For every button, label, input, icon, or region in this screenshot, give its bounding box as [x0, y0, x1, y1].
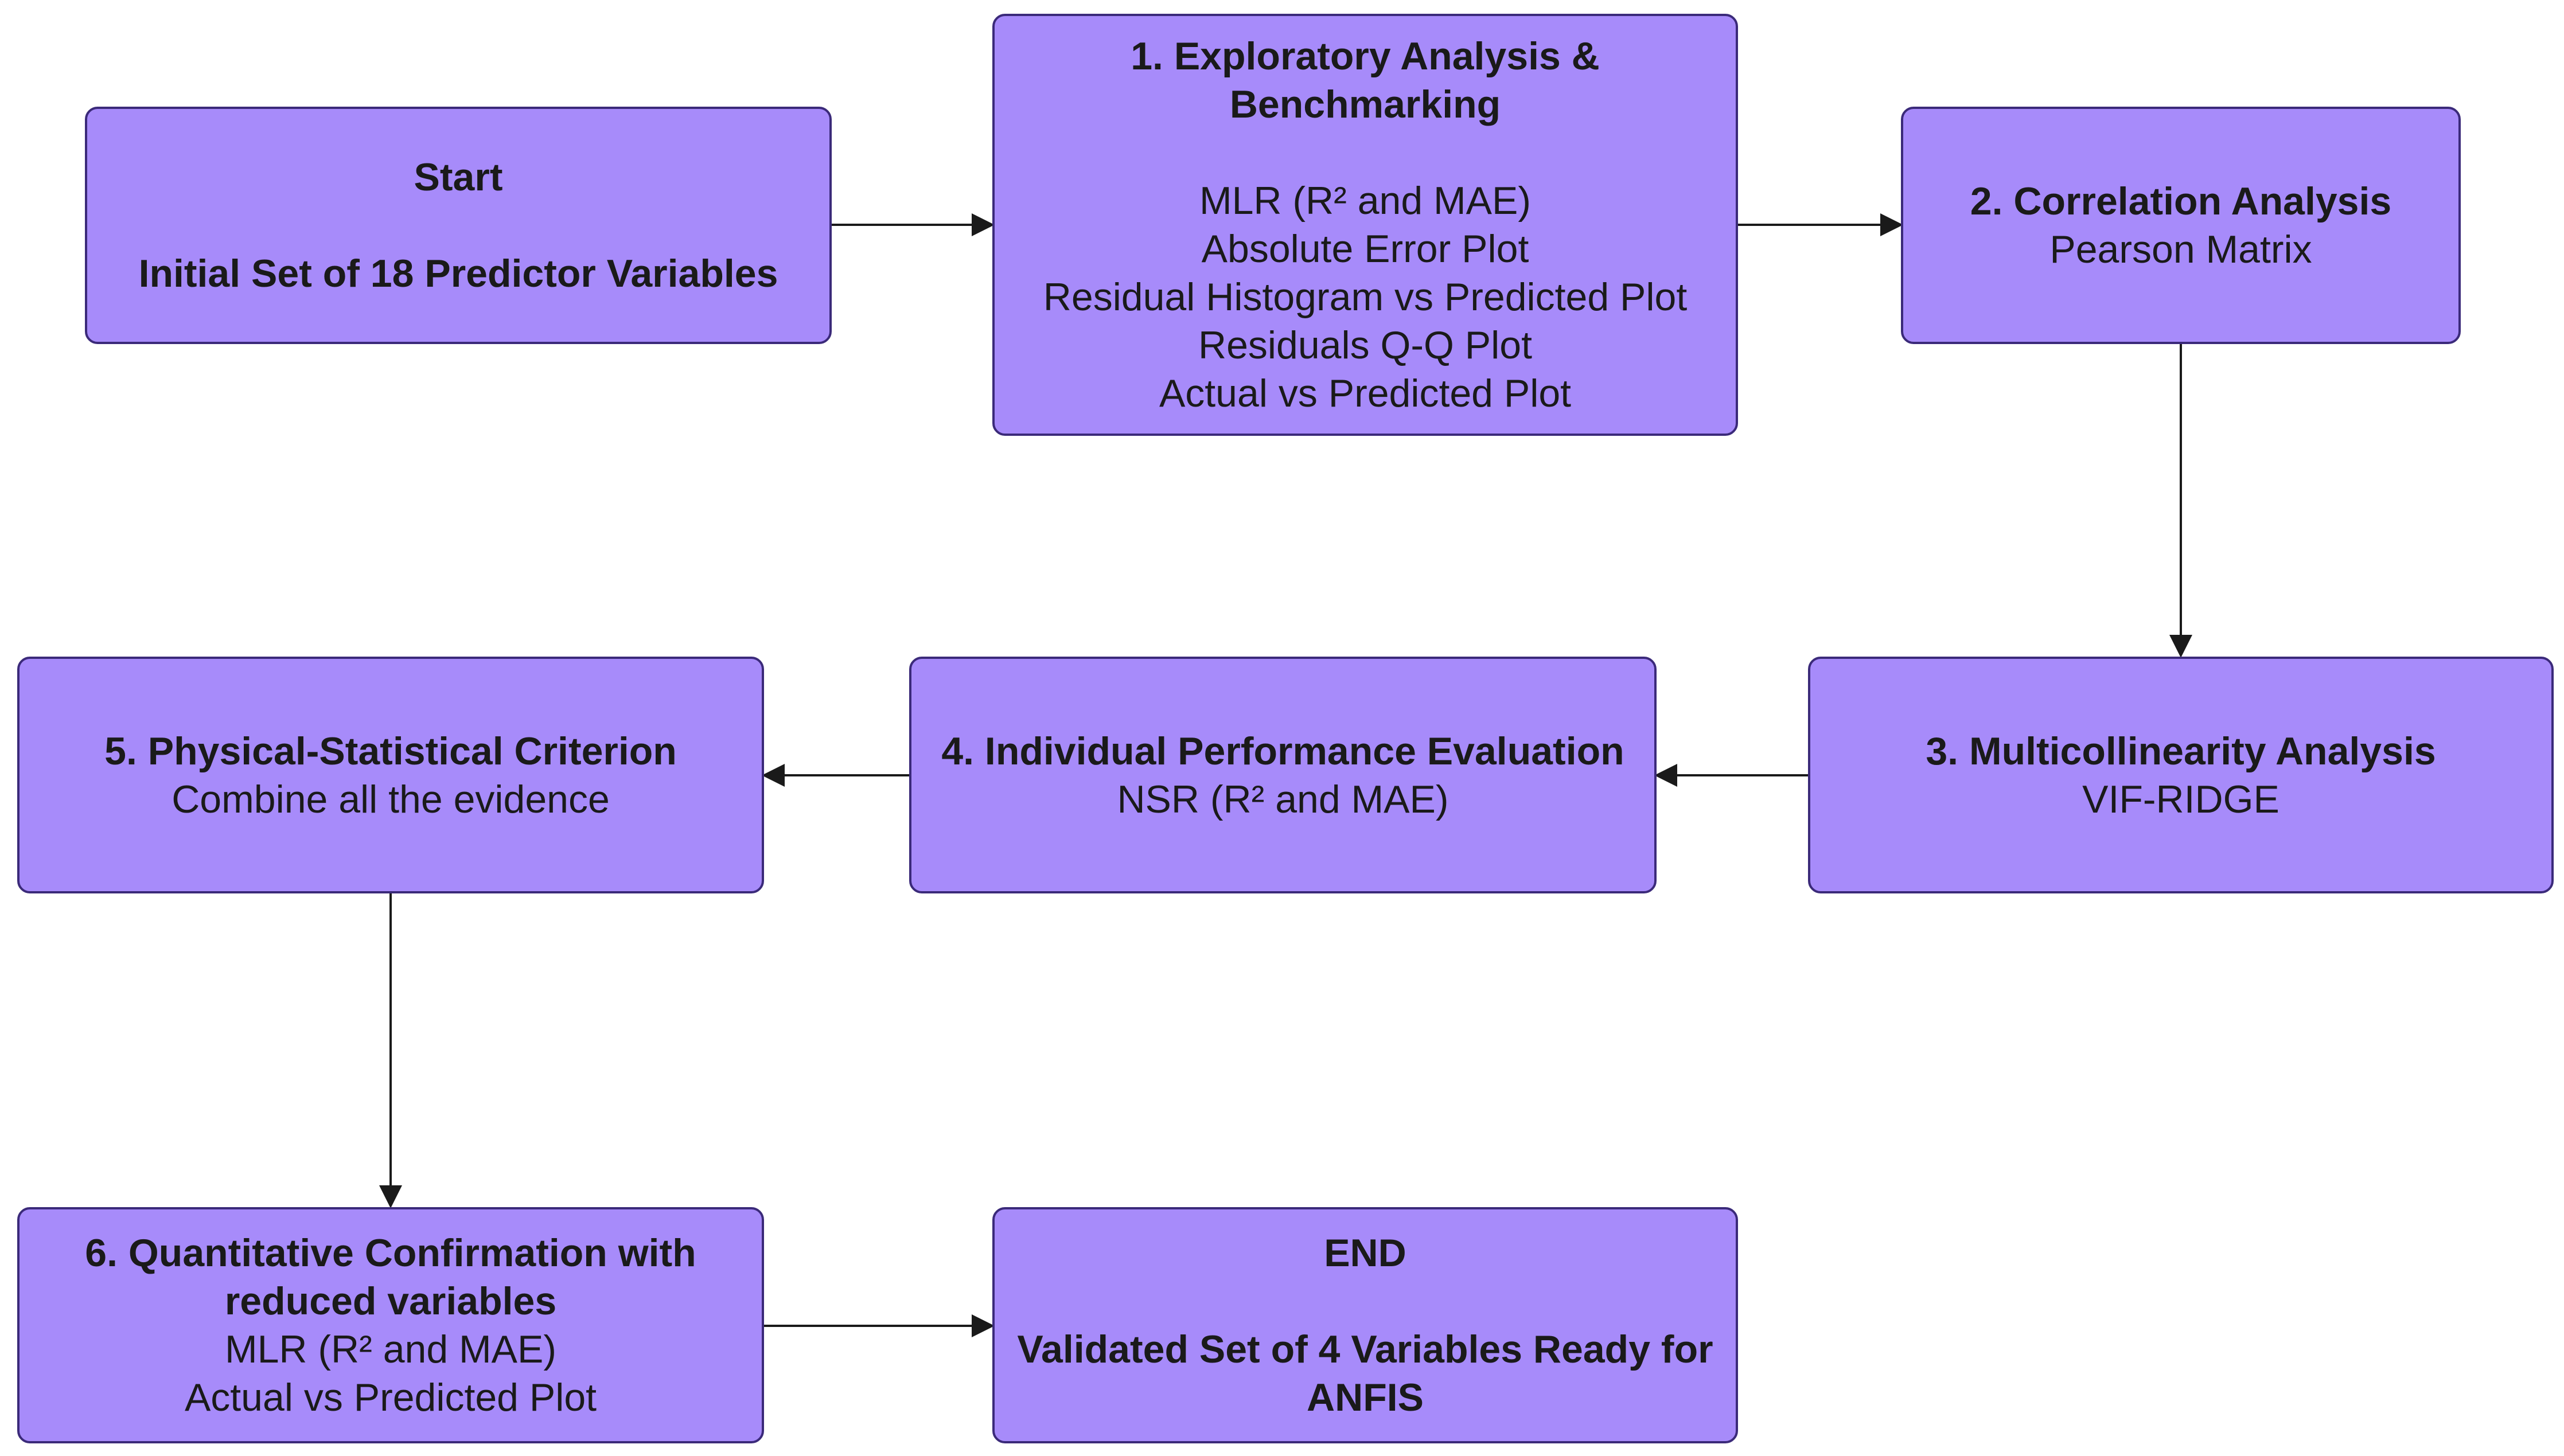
step6-title-line1: 6. Quantitative Confirmation with — [85, 1231, 696, 1275]
step2-node: 2. Correlation Analysis Pearson Matrix — [1901, 107, 2461, 344]
step2-title: 2. Correlation Analysis — [1970, 179, 2392, 223]
step1-item: MLR (R² and MAE) — [1199, 179, 1532, 223]
step5-title: 5. Physical-Statistical Criterion — [104, 729, 677, 773]
step1-item: Residual Histogram vs Predicted Plot — [1043, 275, 1688, 319]
end-subtitle-line1: Validated Set of 4 Variables Ready for — [1017, 1328, 1713, 1371]
step1-item: Absolute Error Plot — [1201, 227, 1529, 271]
step3-detail: VIF-RIDGE — [2082, 777, 2279, 821]
step4-node: 4. Individual Performance Evaluation NSR… — [909, 657, 1657, 893]
step1-title-line2: Benchmarking — [1229, 83, 1501, 126]
step6-item: MLR (R² and MAE) — [224, 1328, 557, 1371]
step5-node: 5. Physical-Statistical Criterion Combin… — [17, 657, 764, 893]
end-node: END Validated Set of 4 Variables Ready f… — [992, 1207, 1738, 1443]
step6-node: 6. Quantitative Confirmation with reduce… — [17, 1207, 764, 1443]
step3-title: 3. Multicollinearity Analysis — [1926, 729, 2436, 773]
step6-item: Actual vs Predicted Plot — [184, 1376, 597, 1419]
start-node: Start Initial Set of 18 Predictor Variab… — [85, 107, 832, 344]
step4-detail: NSR (R² and MAE) — [1117, 777, 1449, 821]
end-subtitle-line2: ANFIS — [1307, 1376, 1424, 1419]
step3-node: 3. Multicollinearity Analysis VIF-RIDGE — [1808, 657, 2554, 893]
step1-title-line1: 1. Exploratory Analysis & — [1131, 34, 1600, 78]
step1-item: Residuals Q-Q Plot — [1198, 323, 1532, 367]
start-subtitle: Initial Set of 18 Predictor Variables — [138, 252, 778, 295]
step6-title-line2: reduced variables — [224, 1279, 557, 1323]
step1-item: Actual vs Predicted Plot — [1159, 372, 1572, 415]
step2-detail: Pearson Matrix — [2049, 228, 2312, 271]
step5-detail: Combine all the evidence — [172, 777, 610, 821]
step4-title: 4. Individual Performance Evaluation — [941, 729, 1624, 773]
end-title: END — [1324, 1231, 1406, 1275]
step1-node: 1. Exploratory Analysis & Benchmarking M… — [992, 14, 1738, 436]
start-title: Start — [414, 155, 503, 199]
